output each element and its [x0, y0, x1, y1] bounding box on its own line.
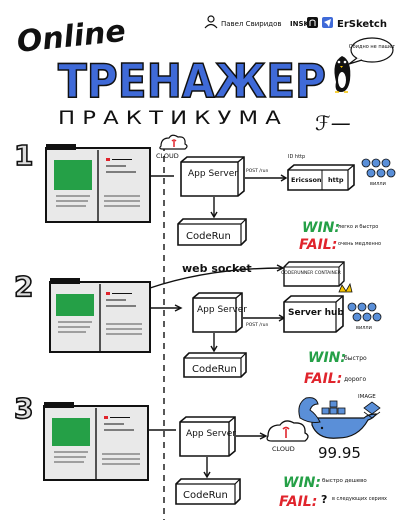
- section-2-browser-window: [49, 278, 151, 353]
- section-2-number: 2: [14, 270, 33, 303]
- section-2-win-label: WIN:: [308, 350, 346, 366]
- section-3-app-server: App Server: [179, 416, 236, 457]
- docker-whale-icon: [311, 400, 377, 439]
- section-3-fail-text: в следующих сериях: [332, 496, 387, 502]
- section-2-fail-text: дорого: [344, 376, 366, 383]
- section-3-coderun-box: CodeRun: [175, 478, 241, 505]
- section-2-users-icon: [347, 302, 382, 322]
- section-1-win-label: WIN:: [302, 220, 340, 236]
- github-icon: [307, 17, 318, 28]
- title-main: ТРЕНАЖЕР: [58, 54, 326, 108]
- crown-icon: [338, 282, 353, 293]
- section-2-coderunner-label: CODERUNNER CONTAINER: [281, 270, 341, 276]
- section-2-app-server: App Server: [192, 292, 247, 333]
- section-3-win-text: быстро дешево: [322, 478, 367, 484]
- person-icon: [204, 15, 218, 29]
- section-3-fail-label: FAIL:: [279, 494, 317, 510]
- section-1-win-text: легко и быстро: [338, 224, 378, 230]
- penguin-bubble-text: Обидно не пашет: [349, 44, 396, 50]
- section-3-number: 3: [14, 392, 33, 425]
- brand-name: ErSketch: [337, 19, 387, 30]
- section-2-fail-label: FAIL:: [304, 371, 342, 387]
- section-3-cloud-label: CLOUD: [272, 445, 295, 453]
- muscle-arm-icon: [298, 397, 321, 423]
- section-2-coderunner-container: CODERUNNER CONTAINER: [281, 261, 345, 287]
- signature: ℱ—: [315, 111, 351, 135]
- section-2-server-hub-label: Server hub: [288, 308, 344, 318]
- section-1-users-label: вилли: [370, 181, 386, 187]
- insk-label: INSK: [290, 20, 310, 28]
- section-1-cloud-label: CLOUD: [156, 152, 179, 160]
- section-1-fail-label: FAIL:: [299, 237, 337, 253]
- section-2-users-label: вилли: [356, 325, 372, 331]
- section-2: 2 web socket CODERUNNER CONTAINER App Se…: [13, 261, 382, 387]
- section-2-websocket-arrow: [149, 267, 283, 289]
- section-2-coderun-label: CodeRun: [192, 364, 237, 375]
- section-1-coderun-label: CodeRun: [186, 231, 231, 242]
- section-1-number: 1: [14, 139, 33, 172]
- section-1-coderun-box: CodeRun: [177, 218, 247, 246]
- section-1-ericsson-box: Ericsson http: [287, 164, 355, 191]
- section-1-http-label: http: [328, 176, 344, 184]
- speech-bubble: Обидно не пашет: [348, 37, 396, 65]
- section-3: 3 App Server CLOUD: [13, 391, 387, 510]
- section-1-app-server-label: App Server: [188, 169, 238, 179]
- section-1-app-server: App Server: [180, 156, 245, 197]
- penguin-icon: [334, 56, 351, 93]
- section-2-websocket-label: web socket: [182, 262, 252, 275]
- section-3-image-label: IMAGE: [358, 394, 376, 400]
- section-2-server-hub: Server hub: [283, 295, 344, 333]
- section-3-browser-window: [43, 402, 149, 481]
- section-1-id-label: ID http: [288, 154, 305, 160]
- section-2-coderun-box: CodeRun: [183, 352, 247, 378]
- section-1: 1 CLOUD App Server POST /run ID http: [13, 134, 396, 253]
- question-mark-icon: ?: [321, 493, 327, 506]
- title-sub: ПРАКТИКУМА: [58, 107, 288, 129]
- section-2-post-label: POST /run: [246, 322, 269, 328]
- section-1-ericsson-label: Ericsson: [291, 176, 322, 184]
- section-3-win-label: WIN:: [283, 475, 321, 491]
- section-3-cloud-icon: [266, 420, 309, 442]
- section-3-percent: 99.95: [318, 444, 361, 462]
- author-name: Павел Свиридов: [221, 20, 282, 28]
- section-3-coderun-label: CodeRun: [183, 490, 228, 501]
- image-stack-icon: [363, 401, 381, 419]
- header: Online ТРЕНАЖЕР ПРАКТИКУМА Павел Свиридо…: [15, 14, 395, 135]
- section-1-fail-text: очень медленно: [338, 241, 381, 247]
- section-1-browser-window: [45, 144, 151, 223]
- section-2-app-server-label: App Server: [197, 305, 247, 315]
- cloud-icon: [159, 134, 188, 150]
- section-1-post-label: POST /run: [246, 168, 269, 174]
- section-2-win-text: быстро: [344, 355, 367, 362]
- telegram-icon: [322, 17, 333, 28]
- section-1-users-icon: [361, 158, 396, 178]
- section-3-app-server-label: App Server: [186, 429, 236, 439]
